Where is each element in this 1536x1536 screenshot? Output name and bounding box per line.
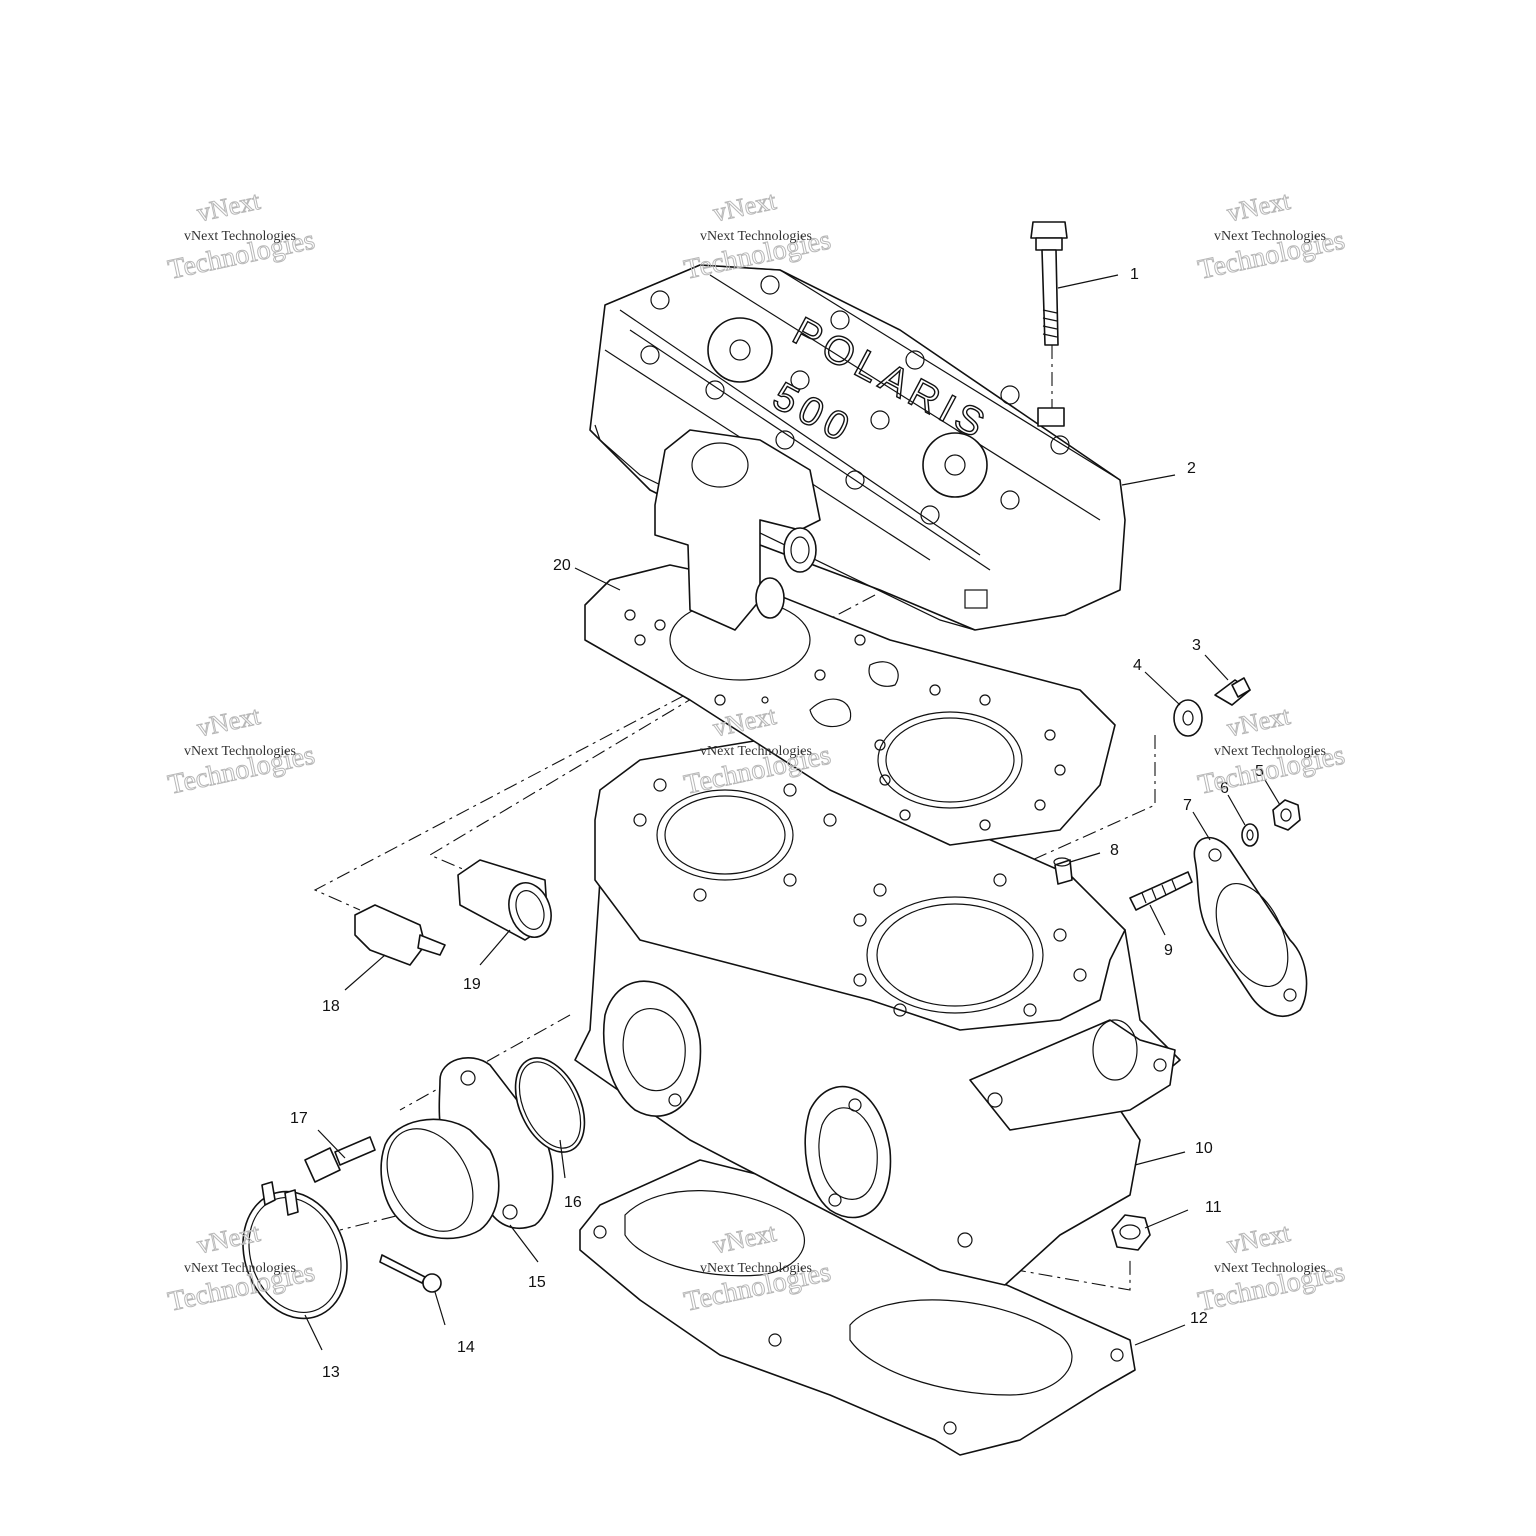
watermark-top-right: vNext Technologies vNext Technologies [1195,185,1348,286]
part-3-bolt [1214,677,1251,706]
callout-4: 4 [1133,657,1142,674]
head-bolt-boss-1 [1037,407,1065,427]
watermark-line1: vNext [710,186,779,228]
callout-8: 8 [1110,842,1119,859]
watermark-line1: vNext [1224,701,1293,743]
callout-10: 10 [1195,1140,1213,1157]
part-18-sensor [354,904,446,966]
callout-1: 1 [1130,266,1139,283]
callout-2: 2 [1187,460,1196,477]
watermark-caption: vNext Technologies [700,744,812,759]
leader-lines [304,274,1281,1351]
cylinder-bolt-holes [633,778,1087,1017]
part-19-sleeve [457,859,552,941]
watermark-line1: vNext [1224,186,1293,228]
part-4-washer [1173,699,1203,737]
part-17-bolt [304,1136,376,1183]
watermark-line1: vNext [194,186,263,228]
callout-12: 12 [1190,1310,1208,1327]
watermark-line1: vNext [1224,1218,1293,1260]
part-1-bolt [1030,221,1068,346]
watermark-caption: vNext Technologies [1214,1261,1326,1276]
part-2-cylinder-head: POLARIS 500 [589,264,1126,631]
head-gasket-holes [624,609,1066,831]
watermark-bottom-right: vNext Technologies vNext Technologies [1195,1217,1348,1318]
callout-16: 16 [564,1194,582,1211]
callout-7: 7 [1183,797,1192,814]
head-bolt-bosses [640,275,1070,525]
part-9-stud [1129,871,1193,911]
part-8-dowel-pin [1053,857,1073,885]
callout-labels: 1 2 3 4 5 6 7 8 9 10 11 12 13 14 15 16 1… [290,266,1264,1381]
watermark-mid-right: vNext Technologies vNext Technologies [1195,700,1348,801]
part-15-intake-manifold [380,1056,554,1240]
watermark-caption: vNext Technologies [1214,229,1326,244]
part-7-flange-gasket [1193,836,1308,1017]
watermark-line1: vNext [194,701,263,743]
part-12-base-gasket [579,1159,1136,1456]
watermark-caption: vNext Technologies [184,744,296,759]
part-6-lock-washer [1241,823,1259,847]
callout-14: 14 [457,1339,475,1356]
callout-11: 11 [1205,1199,1222,1216]
watermark-caption: vNext Technologies [1214,744,1326,759]
callout-18: 18 [322,998,340,1015]
callout-17: 17 [290,1110,308,1127]
callout-20: 20 [553,557,571,574]
callout-5: 5 [1255,763,1264,780]
part-13-hose-clamp [242,1181,348,1320]
part-11-nut [1111,1214,1151,1251]
callout-9: 9 [1164,942,1173,959]
callout-3: 3 [1192,637,1201,654]
callout-13: 13 [322,1364,340,1381]
callout-15: 15 [528,1274,546,1291]
watermark-caption: vNext Technologies [700,229,812,244]
part-14-screw [379,1254,442,1293]
part-16-o-ring [514,1057,586,1153]
watermark-caption: vNext Technologies [184,229,296,244]
callout-19: 19 [463,976,481,993]
watermark-caption: vNext Technologies [700,1261,812,1276]
part-10-cylinder [574,739,1181,1286]
part-5-nut [1272,799,1301,831]
callout-6: 6 [1220,780,1229,797]
watermark-top-left: vNext Technologies vNext Technologies [165,185,318,286]
watermark-top-center: vNext Technologies vNext Technologies [681,185,834,286]
watermark-caption: vNext Technologies [184,1261,296,1276]
part-20-head-gasket [584,564,1116,846]
watermark-mid-left: vNext Technologies vNext Technologies [165,700,318,801]
